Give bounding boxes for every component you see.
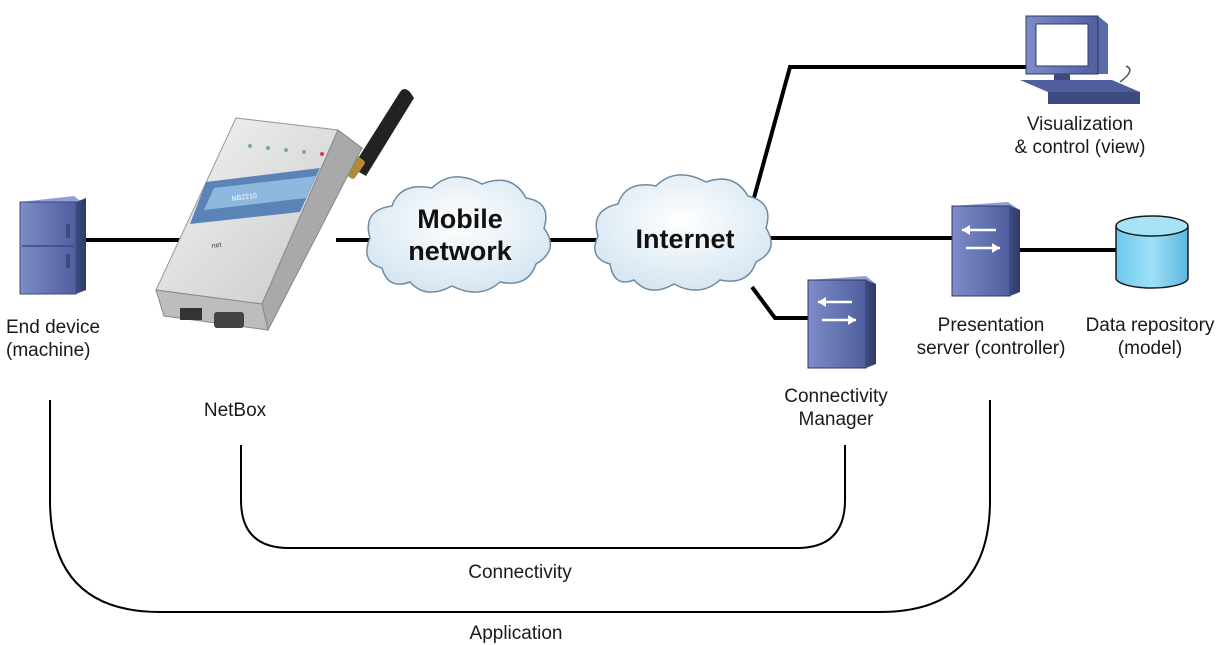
connectivity-span-curve	[240, 445, 846, 549]
link-internet-visualization	[750, 65, 1030, 206]
link-internet-connectivity-manager	[750, 285, 810, 320]
netbox-text: NetBox	[203, 400, 267, 421]
presentation-server-icon	[951, 202, 1020, 297]
application-span-text: Application	[469, 623, 563, 644]
mobile-network-line1: Mobile	[417, 204, 503, 234]
end-device-label: End device (machine)	[6, 316, 100, 362]
presentation-server-line1: Presentation	[937, 315, 1045, 336]
visualization-line2: & control (view)	[1014, 137, 1146, 158]
application-span-label: Application	[436, 622, 596, 645]
connectivity-manager-label: Connectivity Manager	[756, 385, 916, 431]
data-repository-label: Data repository (model)	[1072, 314, 1228, 360]
connectivity-manager-server-icon	[807, 276, 876, 369]
computer-icon	[1020, 15, 1140, 104]
data-repository-line1: Data repository	[1085, 315, 1215, 336]
database-icon	[1115, 215, 1189, 289]
connection-lines	[86, 65, 1118, 320]
mobile-network-cloud-icon	[366, 176, 552, 293]
netbox-brand-text: net	[211, 242, 222, 250]
internet-label: Internet	[610, 223, 760, 255]
netbox-router-icon: NB2210 net	[155, 89, 414, 332]
connectivity-span-label: Connectivity	[440, 561, 600, 584]
connectivity-span-text: Connectivity	[468, 562, 572, 583]
netbox-label: NetBox	[180, 399, 290, 422]
mobile-network-line2: network	[408, 236, 512, 266]
internet-text: Internet	[635, 224, 735, 254]
netbox-model-text: NB2210	[231, 193, 257, 203]
end-device-line2: (machine)	[6, 340, 91, 361]
mobile-network-label: Mobile network	[392, 203, 528, 267]
internet-cloud-icon	[594, 174, 772, 291]
end-device-icon	[19, 196, 86, 295]
end-device-line1: End device	[6, 317, 101, 338]
visualization-line1: Visualization	[1026, 114, 1134, 135]
connectivity-manager-line1: Connectivity	[784, 386, 888, 407]
application-span-curve	[49, 400, 991, 613]
visualization-label: Visualization & control (view)	[990, 113, 1170, 159]
connectivity-manager-line2: Manager	[798, 409, 874, 430]
presentation-server-label: Presentation server (controller)	[906, 314, 1076, 360]
data-repository-line2: (model)	[1117, 338, 1183, 359]
presentation-server-line2: server (controller)	[916, 338, 1066, 359]
